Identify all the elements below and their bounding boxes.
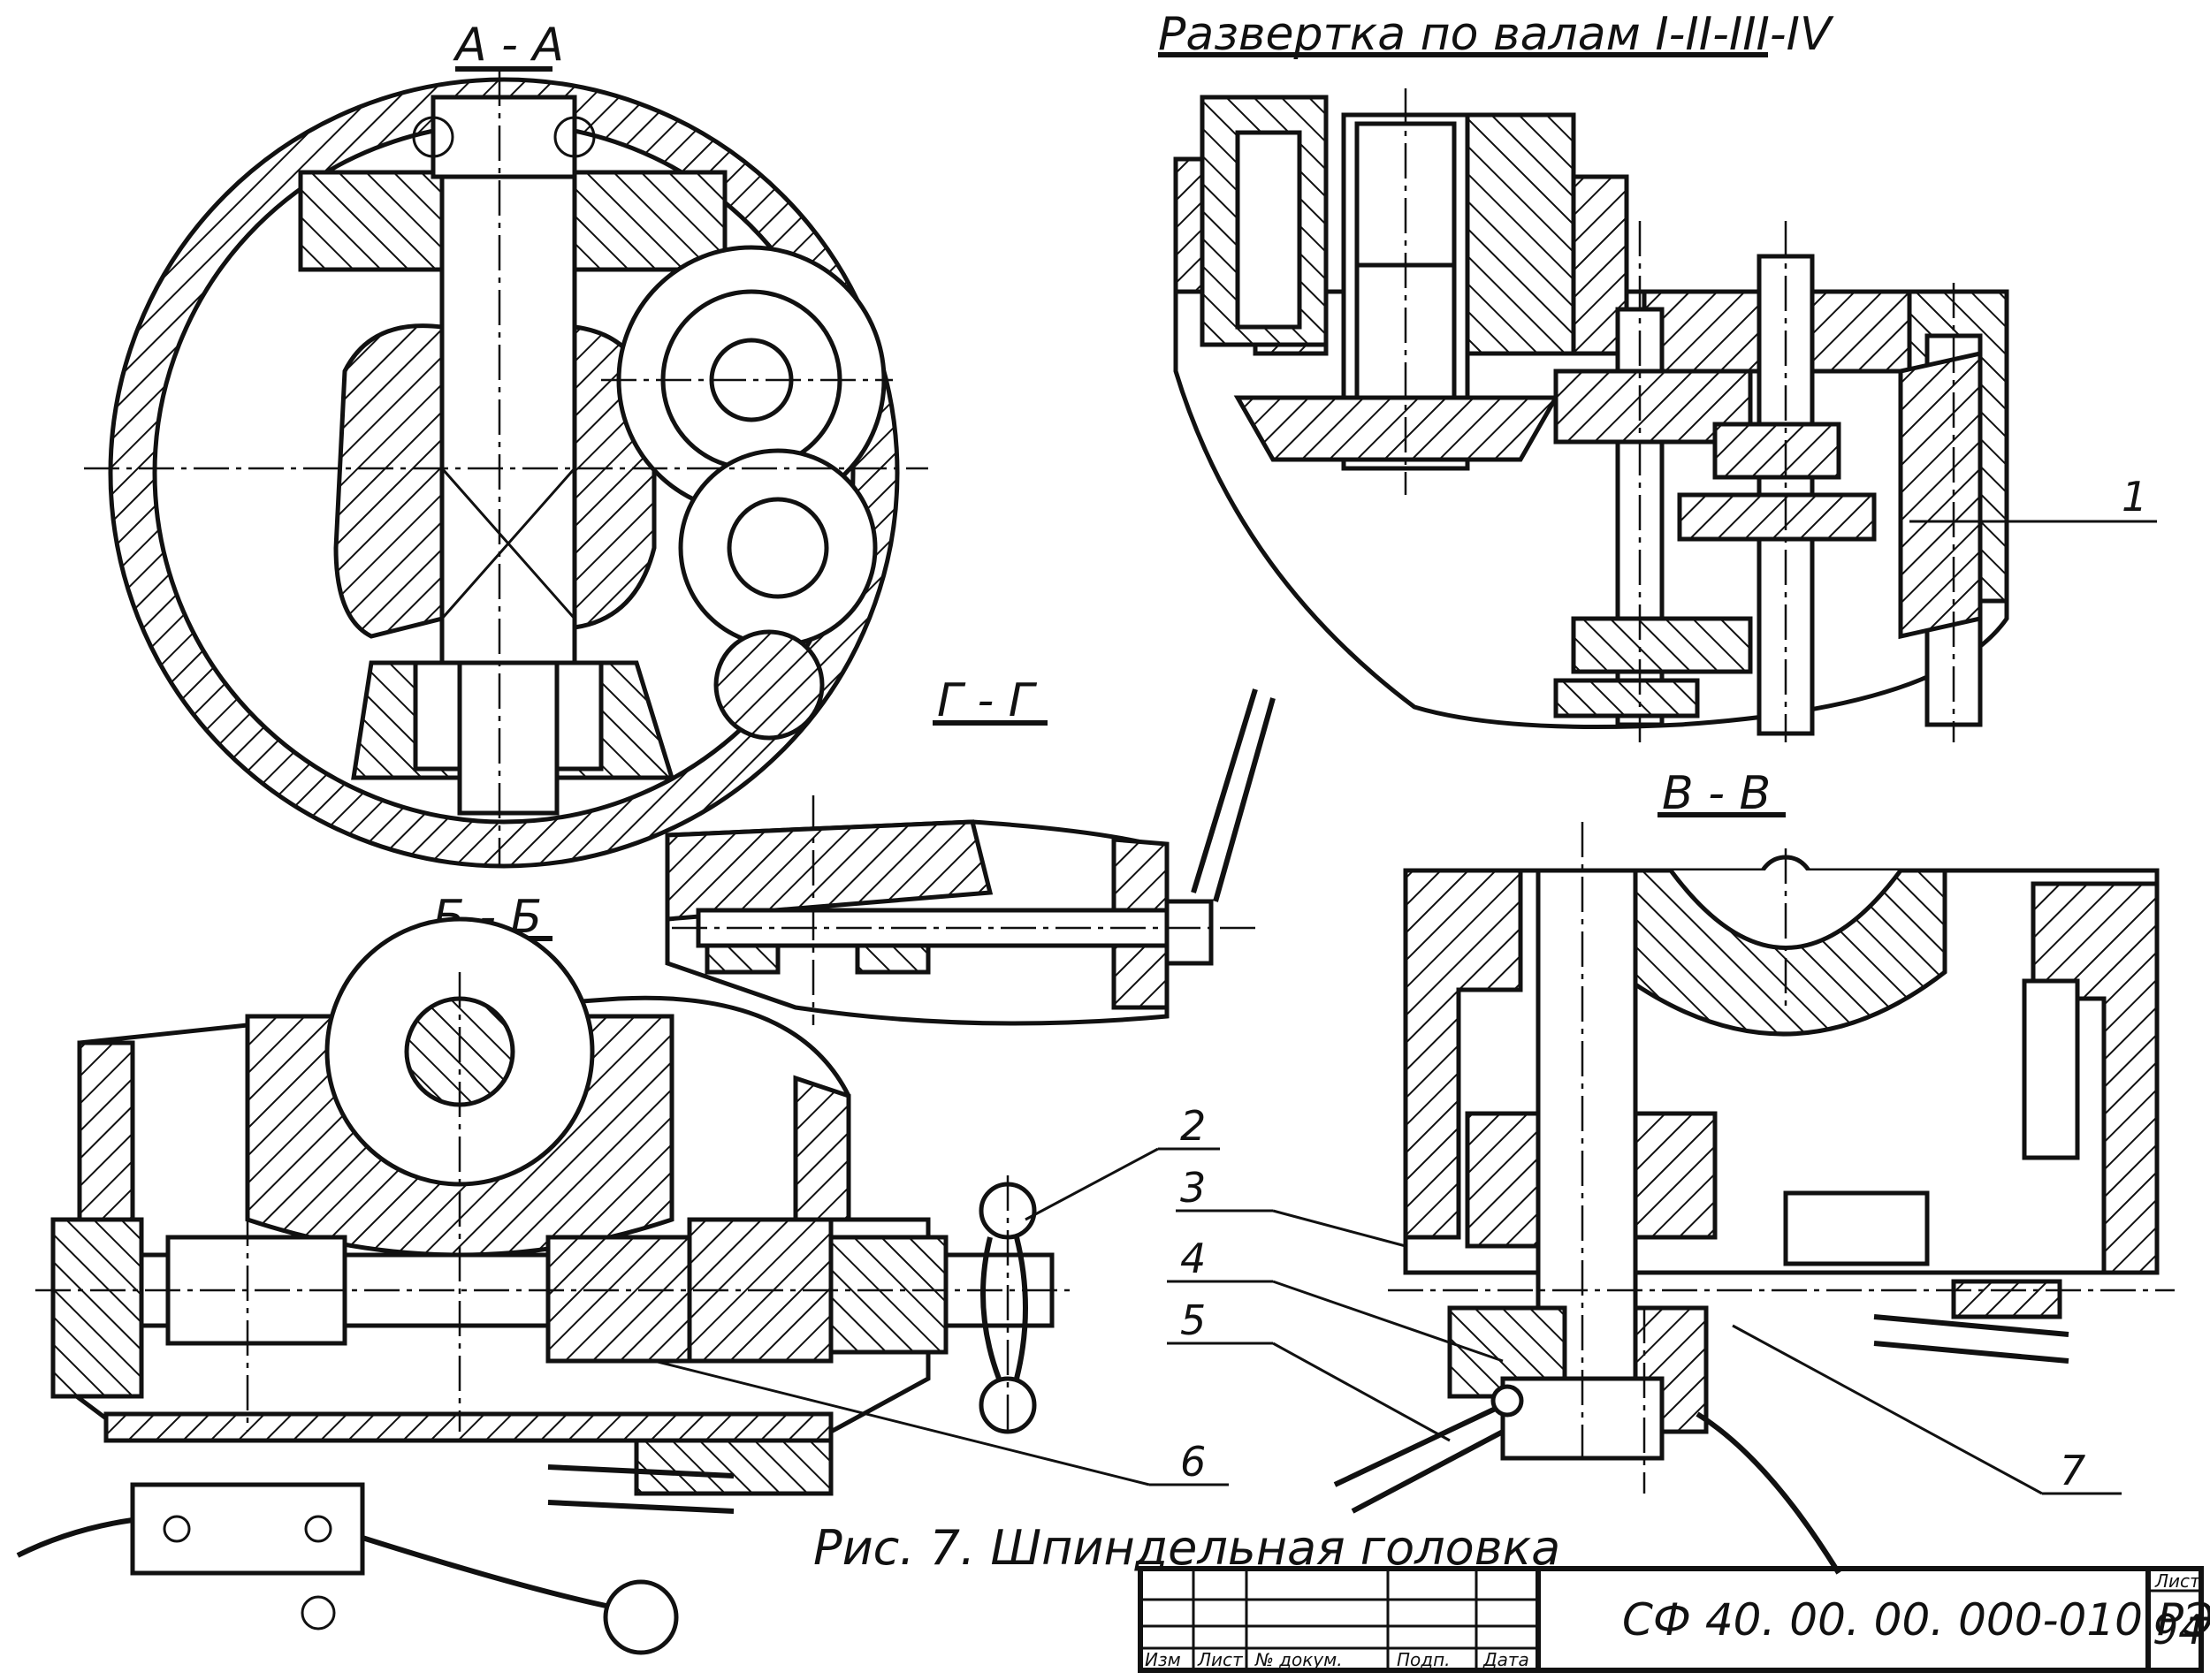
callout-1: 1 — [2122, 473, 2147, 521]
section-vv-label: В - В — [1662, 767, 1771, 820]
col-sign: Подп. — [1397, 1649, 1451, 1670]
section-bb: Б - Б — [16, 891, 1229, 1655]
callout-6: 6 — [1180, 1438, 1206, 1486]
section-aa-label: А - А — [453, 19, 564, 72]
document-designation: СФ 40. 00. 00. 000-010 РЭ — [1622, 1594, 2210, 1646]
callout-3: 3 — [1180, 1164, 1206, 1212]
col-izm: Изм — [1145, 1649, 1181, 1670]
sheet-number: 94 — [2153, 1606, 2205, 1653]
section-gg: Г - Г — [665, 674, 1276, 1026]
section-vv: В - В 3 4 — [1167, 767, 2175, 1575]
col-doc: № докум. — [1254, 1649, 1343, 1670]
sheet-label: Лист — [2154, 1570, 2201, 1592]
section-aa: А - А — [84, 19, 928, 869]
col-list: Лист — [1197, 1649, 1244, 1670]
callout-2: 2 — [1180, 1102, 1206, 1150]
section-unfold: Развертка по валам I-II-III-IV — [1158, 8, 2157, 742]
callout-4: 4 — [1180, 1235, 1206, 1282]
col-date: Дата — [1482, 1649, 1529, 1670]
section-gg-label: Г - Г — [937, 674, 1038, 727]
callout-5: 5 — [1180, 1296, 1206, 1344]
callout-7: 7 — [2060, 1447, 2085, 1494]
title-block: Изм Лист № докум. Подп. Дата СФ 40. 00. … — [1138, 1566, 2210, 1673]
